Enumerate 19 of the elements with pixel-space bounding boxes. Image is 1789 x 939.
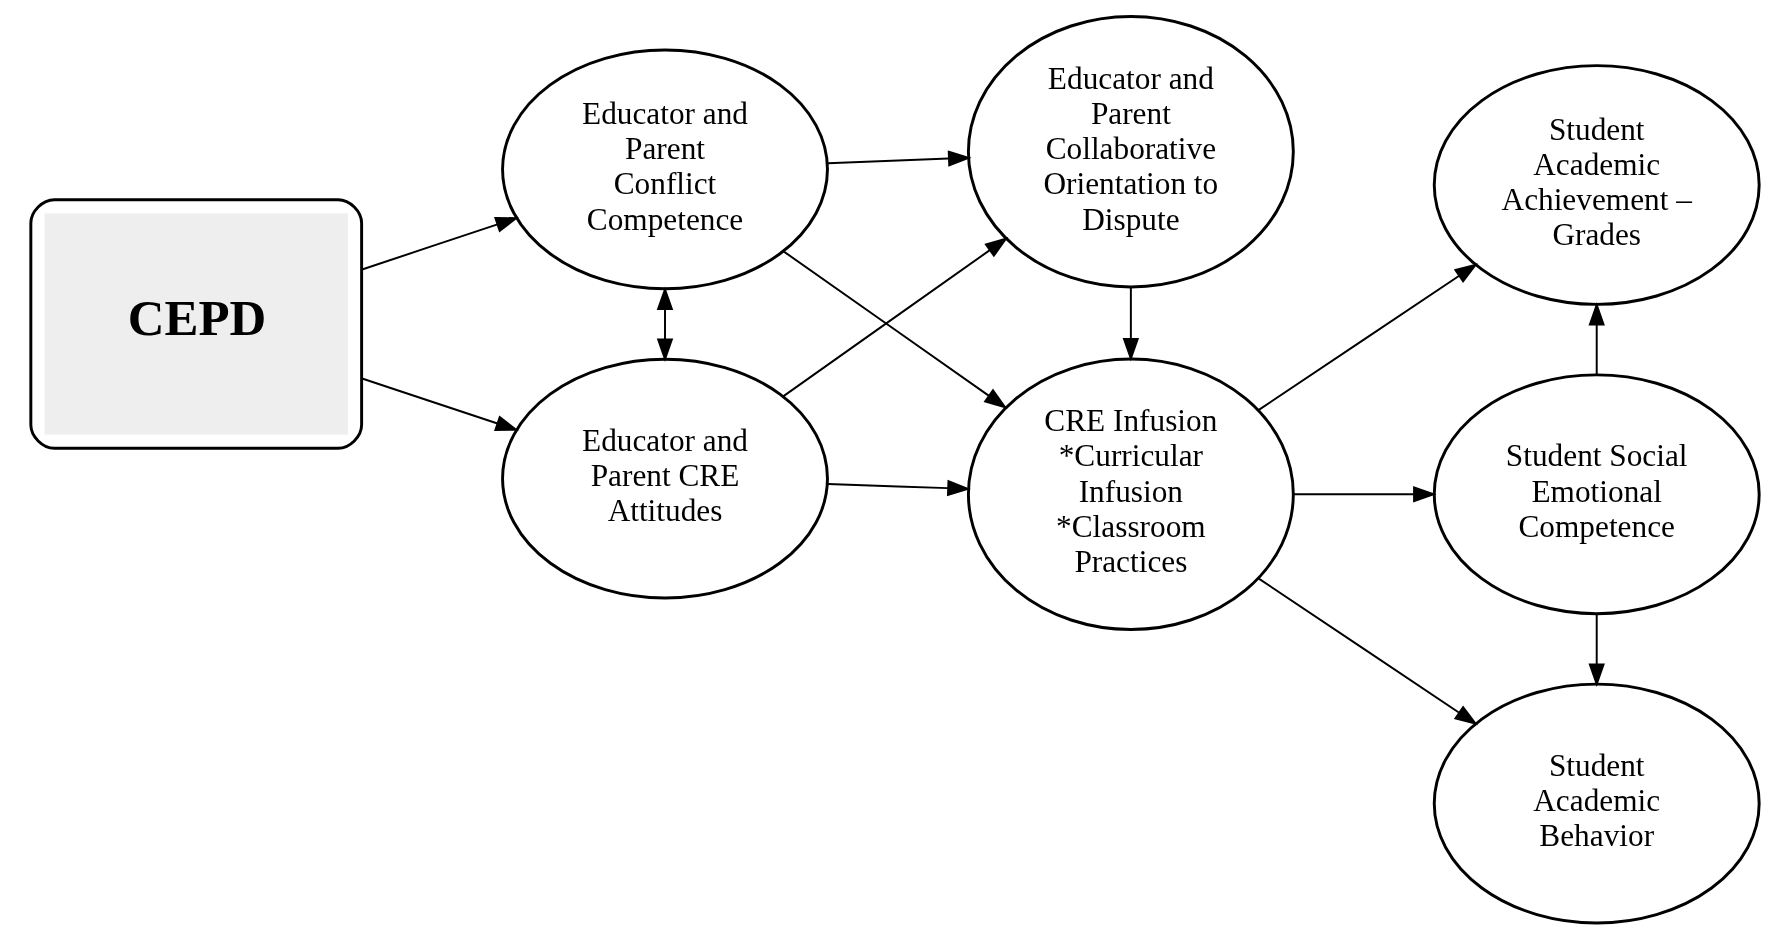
arrow [1292,486,1437,503]
node-ellipse: Educator and Parent CRE Attitudes [500,357,829,600]
arrow [360,377,519,432]
arrow [826,479,971,497]
node-ellipse: Student Academic Achievement – Grades [1432,64,1761,306]
arrow [1256,263,1478,412]
arrow [360,216,519,271]
node-ellipse: CRE Infusion *Curricular Infusion *Classroom Practices [966,357,1295,631]
arrow [1587,613,1605,687]
arrow [1122,286,1139,362]
arrow [826,150,972,167]
node-ellipse: Educator and Parent Conflict Competence [500,48,829,291]
node-ellipse: Student Academic Behavior [1432,682,1761,925]
arrow [1587,302,1605,376]
arrow [1256,577,1478,726]
node-box: CEPD [28,198,363,450]
node-ellipse: Educator and Parent Collaborative Orientation to Dispute [966,15,1295,289]
arrow [656,286,673,362]
node-ellipse: Student Social Emotional Competence [1432,373,1761,616]
